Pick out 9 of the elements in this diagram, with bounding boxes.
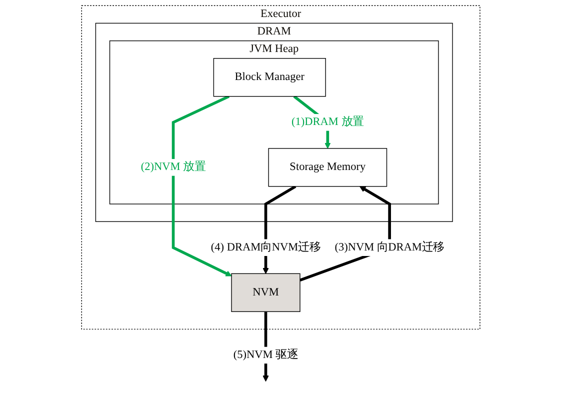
node-box: Storage Memory <box>268 148 387 187</box>
edge-label: (2)NVM 放置 <box>140 161 206 174</box>
node-box: Block Manager <box>213 58 326 97</box>
arrow <box>172 95 232 276</box>
edge-label: (5)NVM 驱逐 <box>233 348 298 361</box>
edge-label: (1)DRAM 放置 <box>291 116 364 128</box>
edge-label: (4) DRAM向NVM迁移 <box>210 241 320 254</box>
edge-label: (3)NVM 向DRAM迁移 <box>334 241 444 254</box>
node-box: NVM <box>230 273 300 312</box>
